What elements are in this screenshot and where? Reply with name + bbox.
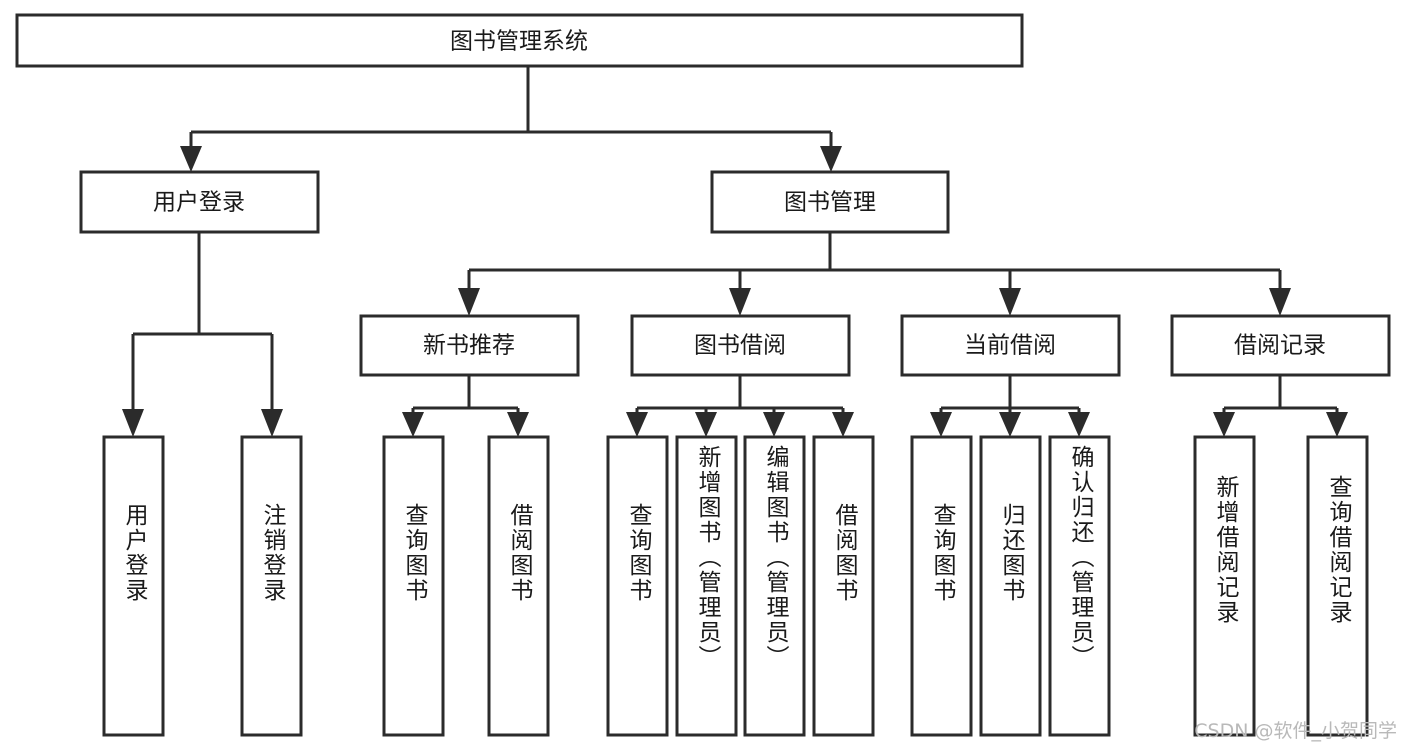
arrowhead-leaf-logout	[261, 409, 283, 437]
leafbox-add-record[interactable]	[1193, 435, 1256, 737]
arrowhead-leaf-add-record	[1213, 412, 1235, 437]
arrowhead-leaf-borrow-book-2	[832, 412, 854, 437]
leafbox-query-book-3[interactable]	[910, 435, 973, 737]
node-borrow-record-label: 借阅记录	[1234, 333, 1326, 359]
node-book-manage-label: 图书管理	[784, 190, 876, 216]
leafbox-logout[interactable]	[240, 435, 303, 737]
node-book-borrow[interactable]: 图书借阅	[630, 314, 851, 377]
arrowhead-leaf-query-record	[1326, 412, 1348, 437]
node-current-borrow-label: 当前借阅	[964, 333, 1056, 359]
arrowhead-leaf-confirm-return	[1068, 412, 1090, 437]
leafbox-query-record[interactable]	[1306, 435, 1369, 737]
node-new-book-recommend[interactable]: 新书推荐	[359, 314, 580, 377]
arrowhead-borrow-record	[1269, 288, 1291, 316]
node-book-borrow-label: 图书借阅	[694, 333, 786, 359]
arrowhead-leaf-edit-book	[763, 412, 785, 437]
leafbox-add-book[interactable]	[675, 435, 738, 737]
leafbox-query-book-1[interactable]	[382, 435, 445, 737]
node-user-login-label: 用户登录	[153, 190, 245, 216]
arrowhead-leaf-query-book-3	[930, 412, 952, 437]
arrowhead-leaf-query-book-2	[626, 412, 648, 437]
arrowhead-leaf-borrow-book-1	[507, 412, 529, 437]
arrowhead-user-login	[180, 146, 202, 172]
node-user-login[interactable]: 用户登录	[79, 170, 320, 234]
node-book-manage[interactable]: 图书管理	[710, 170, 950, 234]
arrowhead-book-manage	[820, 146, 842, 172]
leafbox-edit-book[interactable]	[743, 435, 806, 737]
arrowhead-leaf-return-book	[999, 412, 1021, 437]
leafbox-borrow-book-1[interactable]	[487, 435, 550, 737]
leafbox-borrow-book-2[interactable]	[812, 435, 875, 737]
node-borrow-record[interactable]: 借阅记录	[1170, 314, 1391, 377]
leafbox-return-book[interactable]	[979, 435, 1042, 737]
arrowhead-current-borrow	[999, 288, 1021, 316]
node-root[interactable]: 图书管理系统	[15, 13, 1024, 68]
leafbox-user-login[interactable]	[102, 435, 165, 737]
watermark-text: CSDN @软件_小贺同学	[1194, 720, 1397, 742]
node-root-label: 图书管理系统	[450, 29, 588, 55]
arrowhead-leaf-add-book	[695, 412, 717, 437]
arrowhead-leaf-query-book-1	[402, 412, 424, 437]
arrowhead-leaf-user-login	[122, 409, 144, 437]
leafbox-confirm-return[interactable]	[1048, 435, 1111, 737]
arrowhead-new-book-recommend	[458, 288, 480, 316]
node-new-book-recommend-label: 新书推荐	[423, 333, 515, 359]
node-current-borrow[interactable]: 当前借阅	[900, 314, 1121, 377]
arrowhead-book-borrow	[729, 288, 751, 316]
leafbox-query-book-2[interactable]	[606, 435, 669, 737]
